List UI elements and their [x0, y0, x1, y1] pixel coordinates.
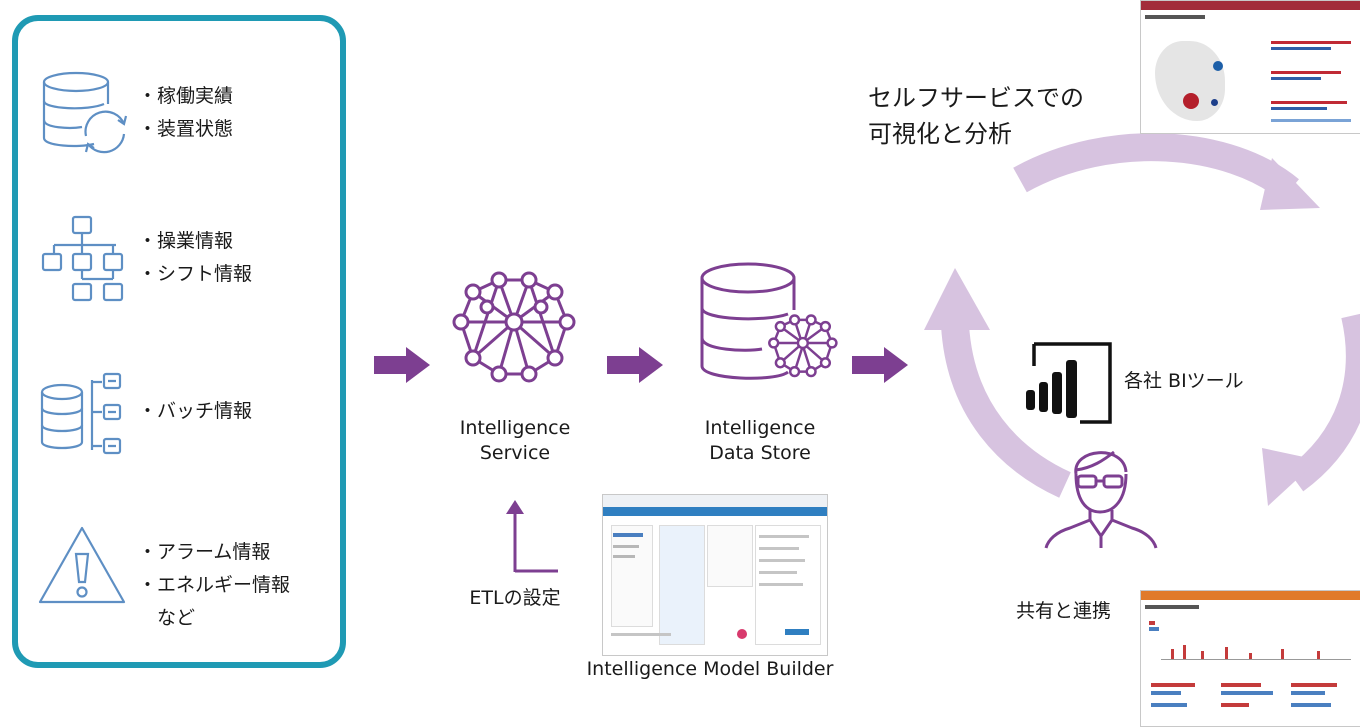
source-item: ・エネルギー情報: [138, 574, 291, 596]
arrow-right-icon: [374, 347, 430, 383]
source-item: ・装置状態: [138, 118, 234, 140]
source-item: ・アラーム情報: [138, 541, 271, 563]
bi-tool-label: 各社 BIツール: [1124, 370, 1244, 392]
dashboard-screenshot-map: [1140, 0, 1360, 134]
self-service-label: セルフサービスでの 可視化と分析: [868, 84, 1084, 148]
source-item: ・操業情報: [138, 230, 234, 252]
source-item: ・稼働実績: [138, 85, 234, 107]
source-group-1-list: ・稼働実績 ・装置状態: [138, 80, 233, 146]
model-builder-label: Intelligence Model Builder: [586, 658, 834, 680]
source-group-2-list: ・操業情報 ・シフト情報: [138, 225, 252, 291]
arrow-right-icon: [852, 347, 908, 383]
data-sources-panel: [12, 15, 346, 668]
cycle-arrows-icon: [924, 133, 1360, 506]
bi-tool-logo-icon: [1026, 342, 1112, 424]
user-icon: [1044, 450, 1158, 549]
database-tree-icon: [40, 372, 122, 455]
dashboard-screenshot-alarm: [1140, 590, 1360, 727]
model-builder-screenshot: [602, 494, 828, 656]
database-refresh-icon: [42, 71, 128, 154]
network-icon: [452, 271, 576, 383]
etl-arrow-icon: [506, 500, 558, 573]
etl-label: ETLの設定: [469, 587, 561, 609]
source-group-3-list: ・バッチ情報: [138, 395, 252, 428]
source-item: など: [138, 607, 196, 629]
warning-icon: [38, 526, 126, 604]
database-network-icon: [700, 262, 838, 380]
source-group-4-list: ・アラーム情報 ・エネルギー情報 など: [138, 536, 290, 635]
hierarchy-icon: [41, 215, 124, 302]
intelligence-data-store-label: Intelligence Data Store: [704, 417, 816, 464]
share-label: 共有と連携: [1016, 600, 1112, 622]
arrow-right-icon: [607, 347, 663, 383]
source-item: ・バッチ情報: [138, 400, 253, 422]
source-item: ・シフト情報: [138, 263, 253, 285]
intelligence-service-label: Intelligence Service: [459, 417, 571, 464]
